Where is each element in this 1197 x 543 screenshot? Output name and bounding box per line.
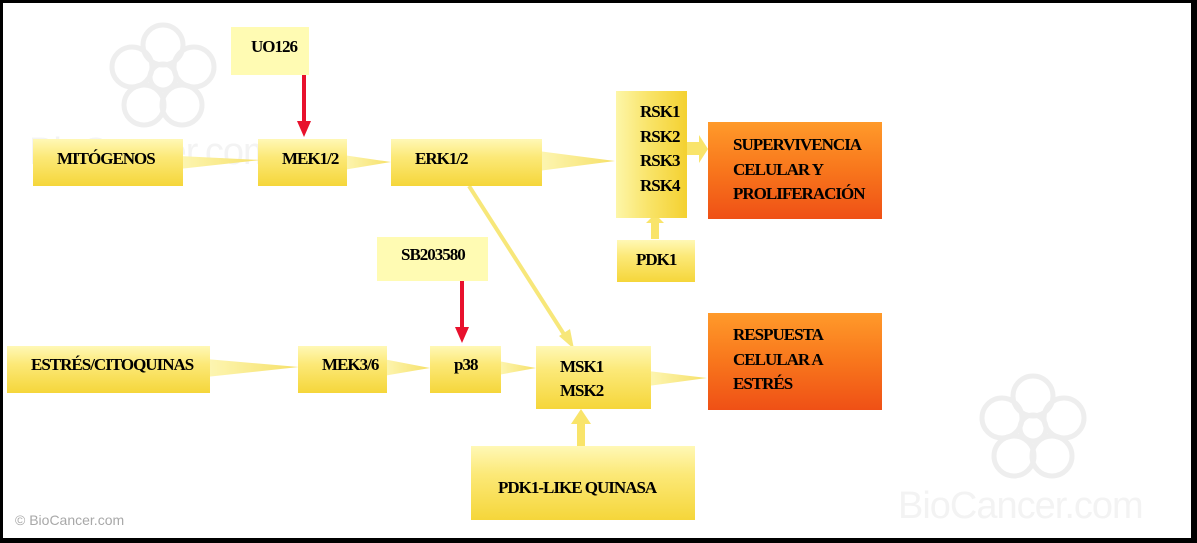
node-respuesta: RESPUESTA CELULAR A ESTRÉS [708, 313, 882, 410]
node-rsk2-label: RSK2 [640, 126, 680, 146]
node-erk12-label: ERK1/2 [415, 149, 469, 168]
arrow-pdk1like-to-msk [571, 409, 591, 446]
node-mitogenos-label: MITÓGENOS [57, 149, 156, 168]
arrow-layer [179, 60, 708, 446]
node-mek12-label: MEK1/2 [282, 149, 339, 168]
diagram-canvas: BioCancer.com BioCancer.com [3, 3, 1191, 538]
node-pdk1-like: PDK1-LIKE QUINASA [471, 446, 695, 520]
arrow-erk12-to-rsk [538, 151, 615, 171]
watermark-flower-icon [109, 22, 217, 128]
node-erk12: ERK1/2 [391, 139, 542, 186]
node-respuesta-line2: CELULAR A [733, 349, 824, 369]
node-respuesta-line1: RESPUESTA [733, 325, 824, 344]
arrow-rsk-to-supervivencia [684, 135, 708, 163]
arrow-estres-to-mek36 [206, 359, 299, 377]
node-supervivencia: SUPERVIVENCIA CELULAR Y PROLIFERACIÓN [708, 122, 882, 219]
node-pdk1: PDK1 [617, 240, 695, 282]
node-msk: MSK1 MSK2 [536, 346, 651, 409]
arrow-mitogenos-to-mek12 [179, 156, 261, 169]
node-msk1-label: MSK1 [560, 357, 604, 376]
copyright-text: © BioCancer.com [15, 512, 125, 528]
arrow-erk12-to-msk [467, 184, 574, 349]
node-uo126-label: UO126 [251, 37, 298, 56]
node-uo126: UO126 [231, 27, 309, 75]
node-sb203580-label: SB203580 [401, 245, 466, 264]
node-estres-label: ESTRÉS/CITOQUINAS [31, 355, 194, 374]
node-rsk: RSK1 RSK2 RSK3 RSK4 [616, 91, 687, 218]
node-respuesta-line3: ESTRÉS [733, 374, 793, 393]
arrow-pdk1-to-rsk [646, 214, 664, 239]
node-pdk1-like-label: PDK1-LIKE QUINASA [498, 478, 657, 497]
watermark-text-right: BioCancer.com [898, 485, 1144, 527]
node-supervivencia-line3: PROLIFERACIÓN [733, 184, 866, 203]
node-pdk1-label: PDK1 [636, 250, 677, 269]
node-supervivencia-line1: SUPERVIVENCIA [733, 135, 862, 154]
node-rsk4-label: RSK4 [640, 175, 680, 195]
node-mek12: MEK1/2 [258, 139, 347, 186]
node-mitogenos: MITÓGENOS [33, 139, 183, 186]
node-p38: p38 [430, 346, 501, 393]
arrow-msk-to-respuesta [648, 371, 707, 386]
arrow-mek36-to-p38 [383, 359, 430, 376]
node-estres: ESTRÉS/CITOQUINAS [7, 346, 210, 393]
node-p38-label: p38 [454, 355, 478, 374]
node-mek36: MEK3/6 [298, 346, 387, 393]
node-msk2-label: MSK2 [560, 381, 604, 400]
watermark-flower-icon-right [979, 373, 1087, 479]
node-sb203580: SB203580 [377, 237, 488, 281]
node-mek36-label: MEK3/6 [322, 355, 379, 374]
arrow-p38-to-msk [498, 361, 536, 375]
node-rsk3-label: RSK3 [640, 151, 680, 170]
arrow-mek12-to-erk12 [343, 155, 391, 170]
node-rsk1-label: RSK1 [640, 102, 680, 121]
node-supervivencia-line2: CELULAR Y [733, 159, 824, 179]
